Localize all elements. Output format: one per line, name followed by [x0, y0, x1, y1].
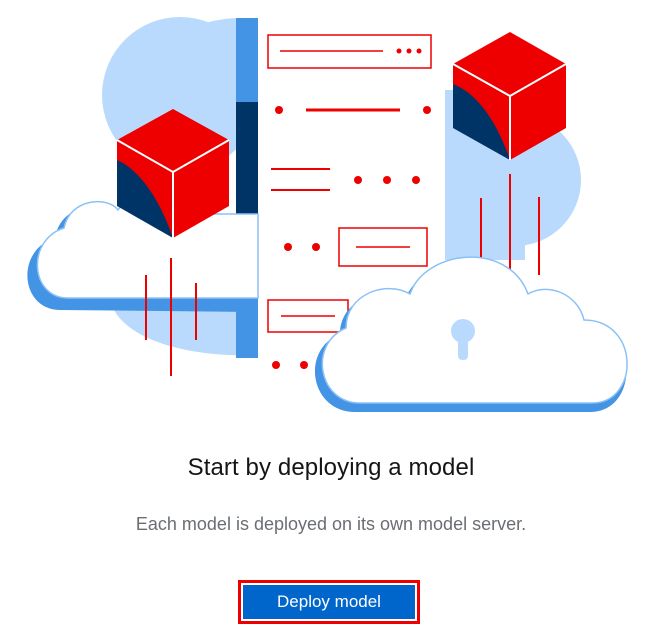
server-row-4-dot-1	[284, 243, 292, 251]
server-spine-top	[236, 18, 258, 102]
server-row-6-dot-1	[272, 361, 280, 369]
server-row-6-dot-2	[300, 361, 308, 369]
server-row-4-dot-2	[312, 243, 320, 251]
left-cube-top	[117, 109, 229, 172]
keyhole-icon	[451, 319, 475, 343]
empty-state-body: Each model is deployed on its own model …	[135, 514, 527, 534]
server-spine-bottom	[236, 298, 258, 358]
deploy-model-button-label: Deploy model	[243, 585, 415, 619]
server-row-2-dot-left	[275, 106, 283, 114]
deploy-model-button[interactable]: Deploy model	[238, 580, 420, 624]
cloud-model-servers-illustration	[27, 17, 628, 412]
empty-state-title: Start by deploying a model	[187, 454, 475, 481]
server-row-2-dot-right	[423, 106, 431, 114]
